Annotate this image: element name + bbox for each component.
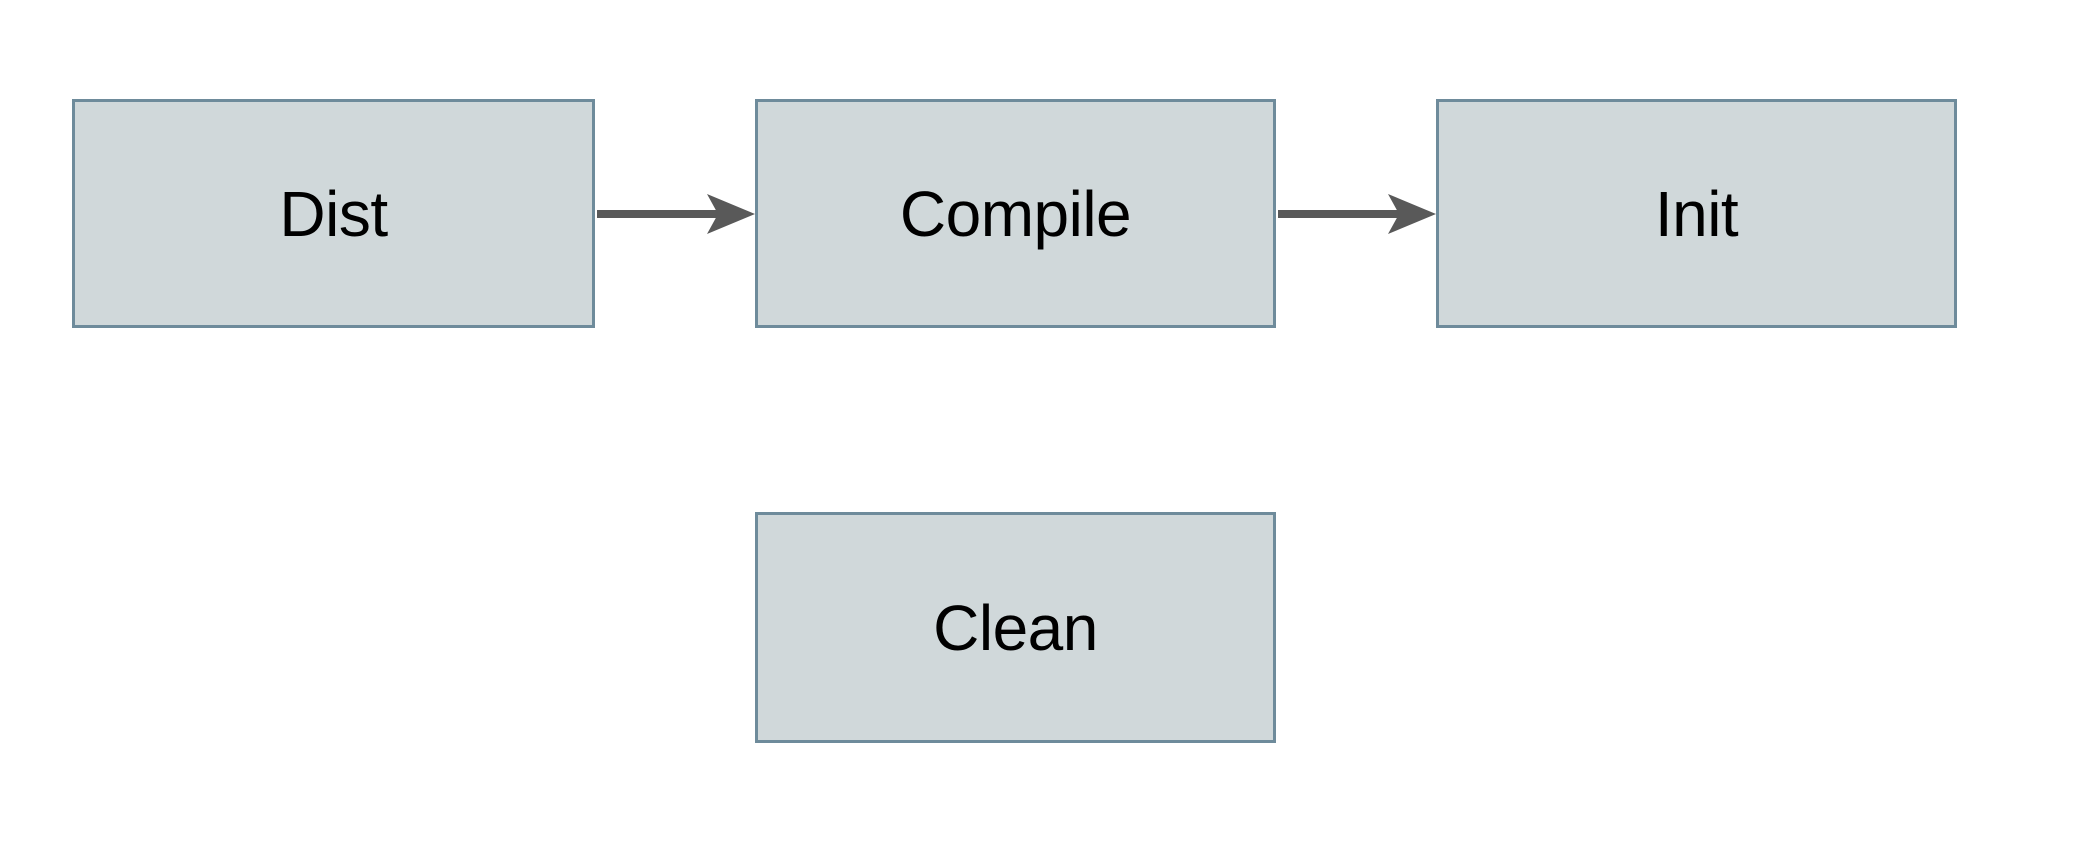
node-clean[interactable]: Clean [755, 512, 1276, 743]
edge-dist-to-compile-arrowhead [707, 194, 755, 234]
node-init-label: Init [1654, 177, 1739, 250]
node-compile-label: Compile [899, 177, 1132, 250]
node-dist-label: Dist [279, 177, 388, 250]
node-compile[interactable]: Compile [755, 99, 1276, 328]
edge-compile-to-init-arrowhead [1388, 194, 1436, 234]
node-dist[interactable]: Dist [72, 99, 595, 328]
node-clean-label: Clean [933, 591, 1098, 664]
node-init[interactable]: Init [1436, 99, 1957, 328]
